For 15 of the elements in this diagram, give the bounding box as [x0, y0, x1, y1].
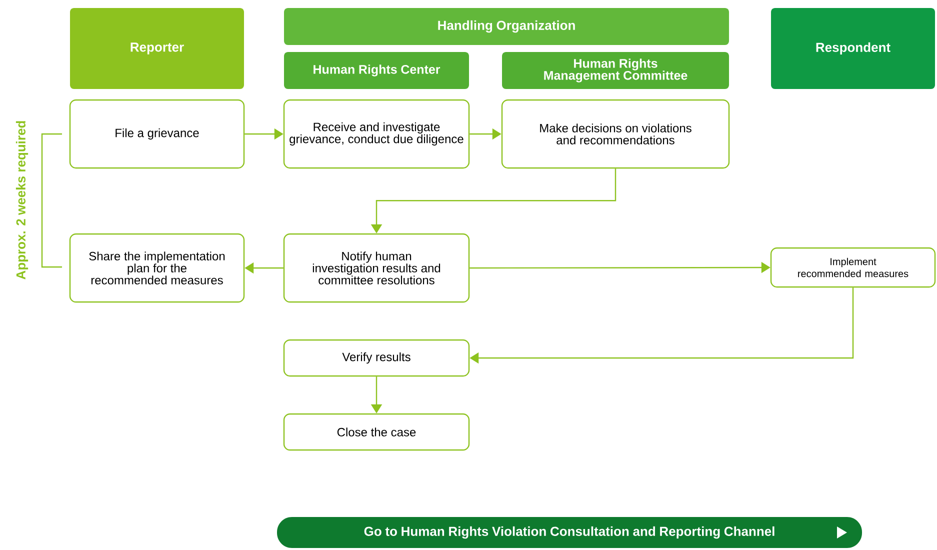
process-box: Verify results	[283, 339, 470, 377]
header-box: Human Rights Management Committee	[502, 52, 729, 89]
header-box: Respondent	[771, 8, 935, 89]
process-box: Close the case	[283, 413, 470, 451]
process-box: File a grievance	[69, 99, 245, 169]
process-box: Implement recommended measures	[770, 247, 936, 288]
process-box: Notify human investigation results and committee resolutions	[283, 233, 470, 303]
duration-label: Approx. 2 weeks required	[16, 121, 28, 280]
process-box: Make decisions on violations and recommendations	[501, 99, 730, 169]
header-box: Handling Organization	[284, 8, 729, 45]
process-box: Receive and investigate grievance, conduct due diligence	[283, 99, 470, 169]
header-box: Human Rights Center	[284, 52, 469, 89]
process-box: Share the implementation plan for the recommended measures	[69, 233, 245, 303]
channel-button: Go to Human Rights Violation Consultation and Reporting Channel	[277, 517, 862, 548]
header-box: Reporter	[70, 8, 244, 89]
